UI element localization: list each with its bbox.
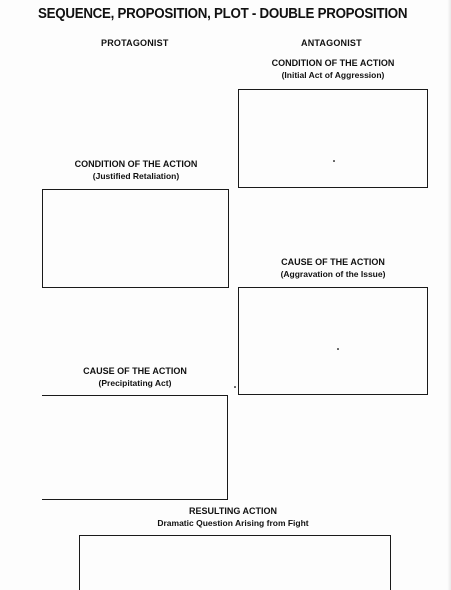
antagonist-condition-heading: CONDITION OF THE ACTION bbox=[271, 58, 395, 68]
scan-speck bbox=[337, 348, 339, 350]
antagonist-condition-box[interactable] bbox=[238, 89, 428, 188]
protagonist-cause-box[interactable] bbox=[42, 395, 228, 500]
protagonist-condition-heading: CONDITION OF THE ACTION bbox=[74, 159, 198, 169]
scan-speck bbox=[234, 386, 236, 388]
protagonist-column-heading: PROTAGONIST bbox=[101, 38, 169, 48]
antagonist-condition-subheading: (Initial Act of Aggression) bbox=[281, 70, 385, 80]
protagonist-cause-subheading: (Precipitating Act) bbox=[98, 378, 172, 388]
resulting-action-label: RESULTING ACTION Dramatic Question Arisi… bbox=[133, 505, 333, 529]
scan-speck bbox=[333, 160, 335, 162]
antagonist-column-heading: ANTAGONIST bbox=[301, 38, 362, 48]
protagonist-condition-label: CONDITION OF THE ACTION (Justified Retal… bbox=[36, 158, 236, 182]
protagonist-cause-heading: CAUSE OF THE ACTION bbox=[83, 366, 187, 376]
antagonist-condition-label: CONDITION OF THE ACTION (Initial Act of … bbox=[233, 57, 433, 81]
protagonist-cause-label: CAUSE OF THE ACTION (Precipitating Act) bbox=[35, 365, 235, 389]
antagonist-cause-heading: CAUSE OF THE ACTION bbox=[281, 257, 385, 267]
protagonist-condition-box[interactable] bbox=[42, 189, 229, 288]
scan-edge-shadow bbox=[447, 0, 451, 590]
antagonist-cause-subheading: (Aggravation of the Issue) bbox=[280, 269, 386, 279]
antagonist-cause-label: CAUSE OF THE ACTION (Aggravation of the … bbox=[233, 256, 433, 280]
resulting-action-subheading: Dramatic Question Arising from Fight bbox=[157, 518, 309, 528]
resulting-action-box[interactable] bbox=[79, 535, 391, 590]
antagonist-cause-box[interactable] bbox=[238, 287, 428, 395]
page-title: SEQUENCE, PROPOSITION, PLOT - DOUBLE PRO… bbox=[38, 6, 408, 22]
protagonist-condition-subheading: (Justified Retaliation) bbox=[92, 171, 180, 181]
resulting-action-heading: RESULTING ACTION bbox=[189, 506, 277, 516]
